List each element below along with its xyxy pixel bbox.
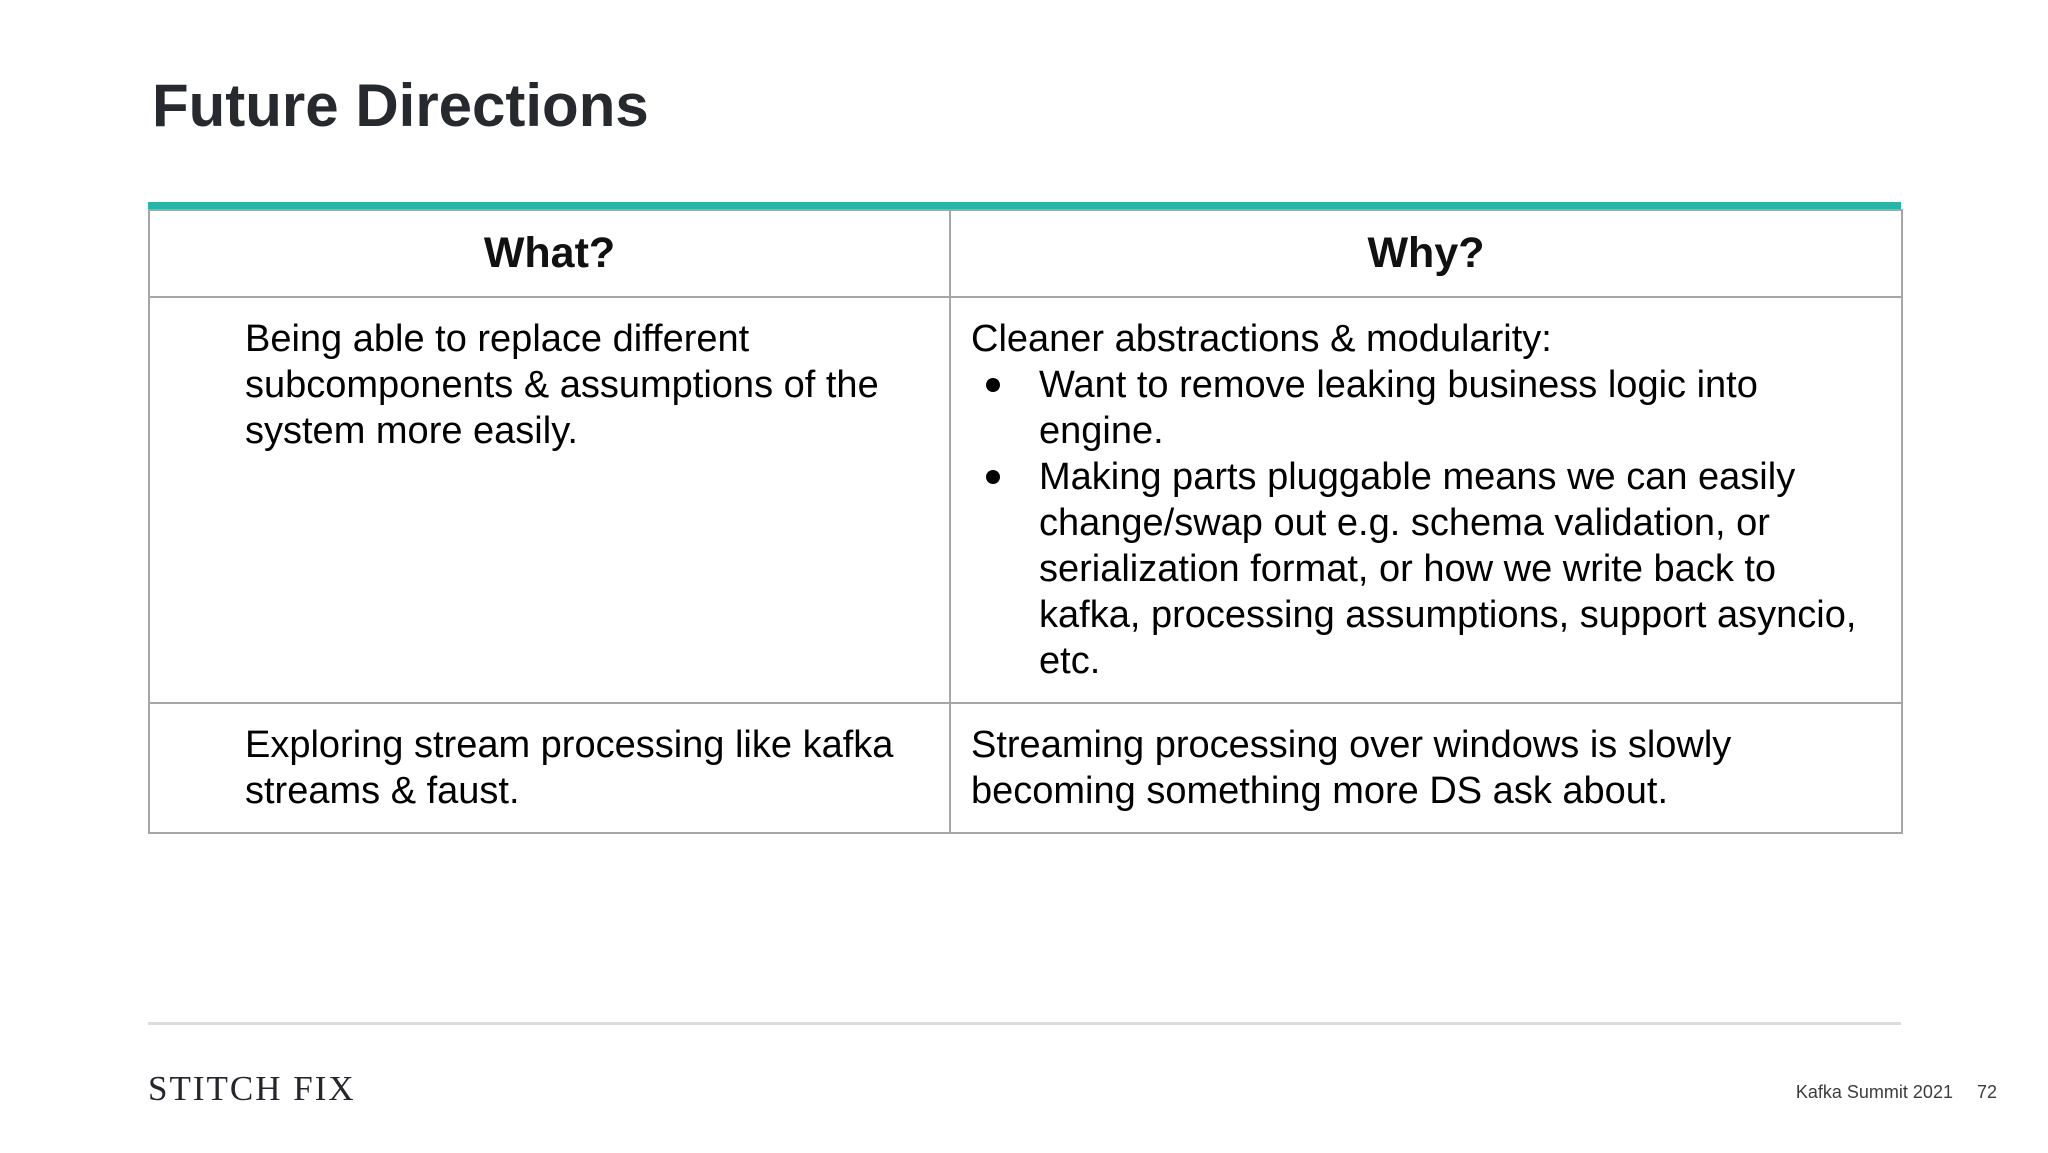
- stitch-fix-logo: STITCH FIX: [148, 1069, 356, 1108]
- why-cell-row2: Streaming processing over windows is slo…: [949, 702, 1903, 834]
- why-bullet-item: Making parts pluggable means we can easi…: [971, 454, 1887, 684]
- what-cell-row1: Being able to replace different subcompo…: [148, 296, 951, 704]
- what-cell-row2: Exploring stream processing like kafka s…: [148, 702, 951, 834]
- why-text-row2: Streaming processing over windows is slo…: [971, 724, 1732, 812]
- footer-right: Kafka Summit 2021 72: [1796, 1080, 1997, 1104]
- what-text-row2: Exploring stream processing like kafka s…: [245, 724, 894, 812]
- table-row: Being able to replace different subcompo…: [148, 296, 1903, 704]
- page-title: Future Directions: [152, 72, 649, 139]
- table-row: Exploring stream processing like kafka s…: [148, 702, 1903, 834]
- why-cell-row1: Cleaner abstractions & modularity: Want …: [949, 296, 1903, 704]
- future-directions-table: What? Why? Being able to replace differe…: [148, 209, 1903, 834]
- column-header-why: Why?: [949, 209, 1903, 298]
- what-text-row1: Being able to replace different subcompo…: [245, 318, 879, 452]
- why-bullet-item: Want to remove leaking business logic in…: [971, 362, 1887, 454]
- footer-event-label: Kafka Summit 2021: [1795, 1082, 1953, 1102]
- bullet-dot-icon: [986, 470, 1000, 484]
- column-header-what: What?: [148, 209, 951, 298]
- bullet-dot-icon: [986, 378, 1000, 392]
- why-bullet-text-2: Making parts pluggable means we can easi…: [1039, 456, 1857, 682]
- why-bullet-text-1: Want to remove leaking business logic in…: [1039, 364, 1758, 452]
- table-header-row: What? Why?: [148, 209, 1903, 298]
- why-intro-text: Cleaner abstractions & modularity:: [971, 318, 1552, 360]
- accent-bar: [148, 202, 1901, 209]
- page-number: 72: [1976, 1082, 1997, 1102]
- footer-divider: [148, 1022, 1901, 1025]
